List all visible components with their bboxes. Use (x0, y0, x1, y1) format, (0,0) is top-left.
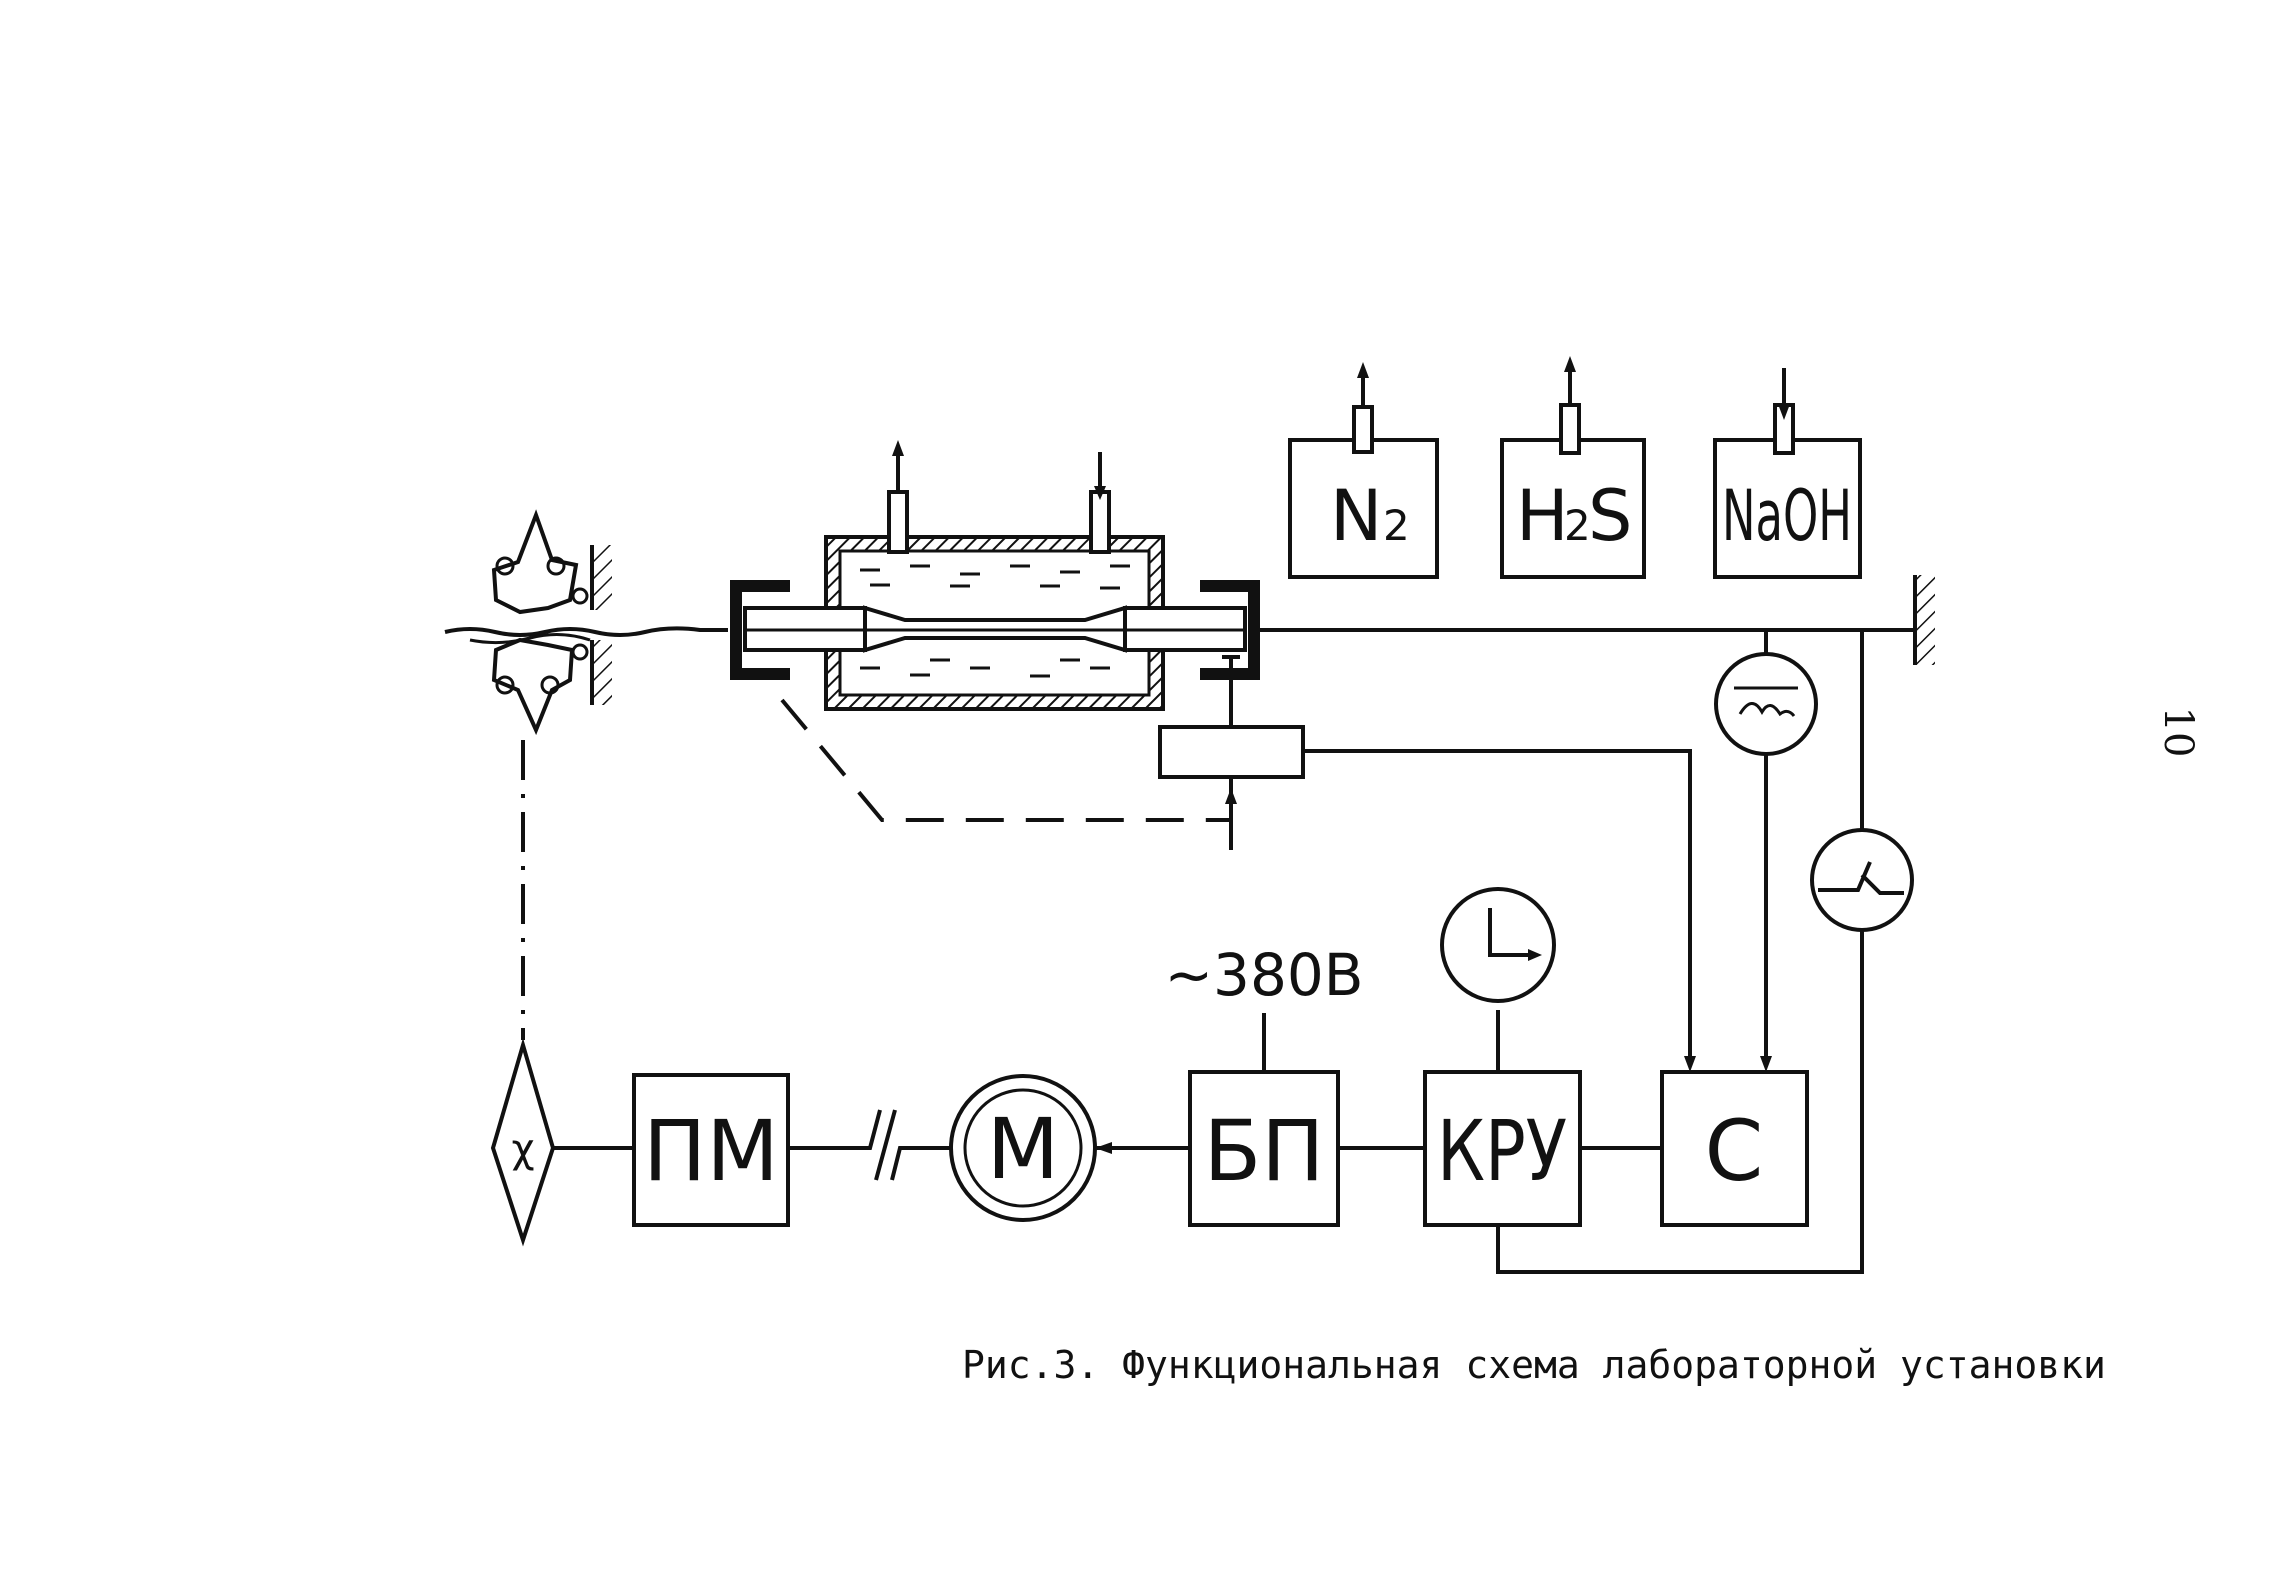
dashed-link (780, 698, 1231, 822)
extensometer-block (1158, 725, 1305, 779)
switch-label: χ (511, 1126, 534, 1172)
block-c (1660, 1070, 1809, 1227)
temperature-gauge-icon (1714, 652, 1818, 756)
supply-label: ~380В (1164, 941, 1363, 1009)
page-number: 10 (2155, 707, 2201, 758)
motor-label: М (987, 1100, 1059, 1198)
vessel-n2: N 2 (1288, 362, 1439, 579)
h2s-sub: 2 (1564, 501, 1591, 550)
h2s-base2: S (1588, 475, 1632, 557)
specimen-wire (444, 626, 728, 637)
clock-icon (1440, 887, 1556, 1003)
motor-inner (963, 1088, 1083, 1208)
coupling (862, 1109, 952, 1181)
specimen-grip (491, 509, 612, 736)
corrosion-chamber (730, 440, 1260, 711)
naoh-label: NaOH (1722, 475, 1852, 557)
block-pm-label: ПМ (643, 1102, 779, 1200)
block-c-label: С (1705, 1102, 1764, 1200)
right-ground (1913, 575, 1935, 665)
block-bp-label: БП (1204, 1102, 1325, 1200)
h2s-base1: H (1516, 475, 1569, 557)
limit-switch (490, 1037, 556, 1247)
block-kru (1423, 1070, 1582, 1227)
vessel-h2s: H 2 S (1500, 356, 1646, 579)
block-pm (632, 1073, 790, 1227)
n2-base: N (1330, 475, 1382, 557)
block-kru-label: КРУ (1437, 1102, 1567, 1200)
n2-sub: 2 (1383, 501, 1410, 550)
figure-caption: Рис.3. Функциональная схема лабораторной… (962, 1343, 2106, 1387)
vessel-naoh: NaOH (1713, 368, 1862, 579)
